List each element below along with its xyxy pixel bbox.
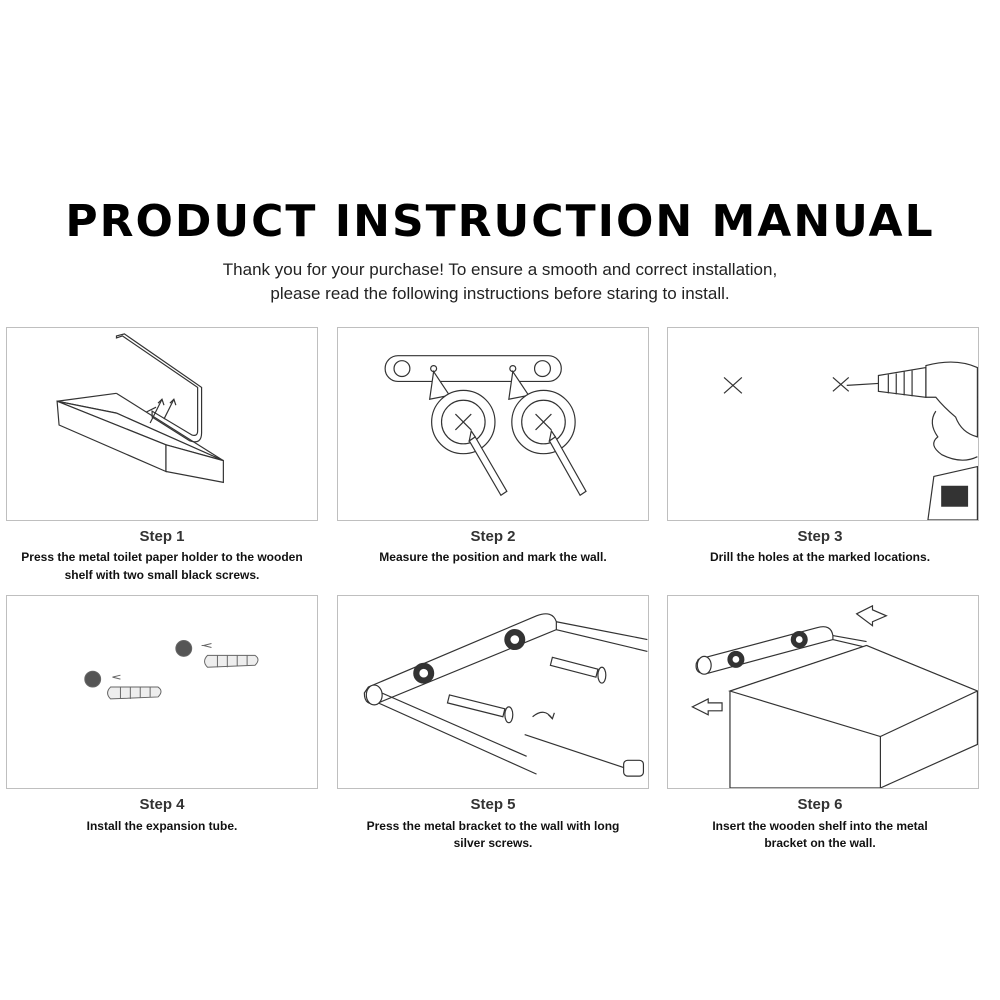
step-2-title: Step 2: [470, 528, 516, 545]
step-3-title: Step 3: [797, 528, 843, 545]
bracket-marking-illustration: [384, 355, 587, 497]
step-3-panel: [667, 327, 979, 521]
step-4-title: Step 4: [139, 796, 185, 813]
step-1-desc-line-1: Press the metal toilet paper holder to t…: [21, 550, 303, 564]
drill-illustration: [723, 361, 978, 520]
step-2-panel: [337, 327, 649, 521]
shelf-insert-illustration: [691, 604, 978, 788]
step-3-desc-line-1: Drill the holes at the marked locations.: [709, 550, 931, 564]
intro-line-2: please read the following instructions b…: [270, 284, 730, 303]
step-6-desc-line-2: bracket on the wall.: [764, 836, 876, 850]
step-4-panel: [6, 595, 318, 789]
step-6-panel: [667, 595, 979, 789]
bracket-screws-illustration: [363, 613, 648, 777]
step-5-title: Step 5: [470, 796, 516, 813]
expansion-tube-illustration: [84, 640, 259, 700]
step-4-desc-line-1: Install the expansion tube.: [86, 819, 238, 833]
step-1-desc-line-2: shelf with two small black screws.: [64, 568, 260, 582]
shelf-with-holder-illustration: [56, 333, 224, 484]
step-5-desc-line-1: Press the metal bracket to the wall with…: [366, 819, 620, 833]
step-5-desc-line-2: silver screws.: [453, 836, 533, 850]
step-2-desc-line-1: Measure the position and mark the wall.: [379, 550, 607, 564]
step-1-panel: [6, 327, 318, 521]
step-5-panel: [337, 595, 649, 789]
page-title: PRODUCT INSTRUCTION MANUAL: [65, 196, 935, 247]
intro-line-1: Thank you for your purchase! To ensure a…: [222, 260, 778, 279]
step-1-title: Step 1: [139, 528, 185, 545]
step-6-desc-line-1: Insert the wooden shelf into the metal: [712, 819, 928, 833]
step-6-title: Step 6: [797, 796, 843, 813]
